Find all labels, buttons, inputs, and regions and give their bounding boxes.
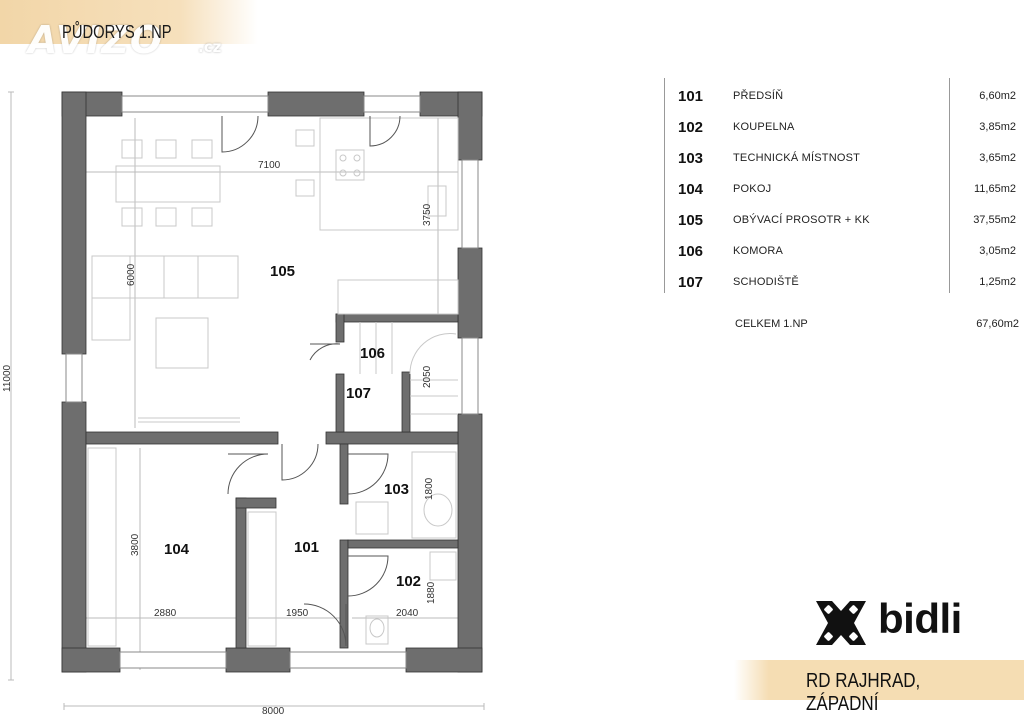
room-label-103: 103 bbox=[384, 481, 409, 498]
bidli-logo-icon bbox=[816, 601, 866, 645]
footer-accent-strip bbox=[734, 660, 1024, 700]
dimension-1950: 1950 bbox=[286, 608, 309, 619]
door-swings bbox=[221, 115, 401, 647]
room-name: OBÝVACÍ PROSOTR + KK bbox=[733, 214, 870, 226]
dimension-lines bbox=[8, 91, 485, 710]
room-label-101: 101 bbox=[294, 539, 319, 556]
walls bbox=[61, 91, 483, 673]
room-number: 104 bbox=[678, 181, 704, 198]
furniture bbox=[87, 117, 459, 647]
table-row: 105 OBÝVACÍ PROSOTR + KK 37,55m2 bbox=[664, 204, 1020, 235]
room-name: KOMORA bbox=[733, 245, 784, 257]
room-area: 37,55m2 bbox=[973, 214, 1016, 226]
total-label: CELKEM 1.NP bbox=[735, 318, 808, 330]
project-name: RD RAJHRAD, ZÁPADNÍ bbox=[806, 670, 921, 715]
room-number: 102 bbox=[678, 119, 704, 136]
plan-title: PŮDORYS 1.NP bbox=[62, 22, 172, 42]
dimension-3800: 3800 bbox=[130, 533, 141, 556]
room-area: 11,65m2 bbox=[974, 183, 1016, 195]
dimension-6000: 6000 bbox=[126, 263, 137, 286]
floor-plan: 105 106 107 103 104 101 102 11000 8000 7… bbox=[2, 91, 485, 717]
room-number: 103 bbox=[678, 150, 704, 167]
header-accent-strip bbox=[0, 0, 258, 44]
room-number: 107 bbox=[678, 274, 704, 291]
dimension-7100: 7100 bbox=[258, 160, 281, 171]
room-number: 101 bbox=[678, 88, 704, 105]
table-row: 102 KOUPELNA 3,85m2 bbox=[664, 111, 1020, 142]
room-label-107: 107 bbox=[346, 385, 371, 402]
total-area: 67,60m2 bbox=[976, 318, 1019, 330]
table-row: 103 TECHNICKÁ MÍSTNOST 3,65m2 bbox=[664, 142, 1020, 173]
dimension-2040: 2040 bbox=[396, 608, 419, 619]
table-row: 106 KOMORA 3,05m2 bbox=[664, 235, 1020, 266]
room-name: TECHNICKÁ MÍSTNOST bbox=[733, 152, 861, 164]
dimension-2050: 2050 bbox=[422, 365, 433, 388]
dimension-overall-height: 11000 bbox=[2, 364, 13, 392]
room-area: 6,60m2 bbox=[979, 90, 1016, 102]
room-name: SCHODIŠTĚ bbox=[733, 276, 799, 288]
room-label-105: 105 bbox=[270, 263, 295, 280]
room-number: 105 bbox=[678, 212, 704, 229]
dimension-1880: 1880 bbox=[426, 581, 437, 604]
room-number: 106 bbox=[678, 243, 704, 260]
room-area: 3,65m2 bbox=[979, 152, 1016, 164]
table-row: 104 POKOJ 11,65m2 bbox=[664, 173, 1020, 204]
room-label-104: 104 bbox=[164, 541, 190, 558]
room-area: 1,25m2 bbox=[979, 276, 1016, 288]
table-row: 101 PŘEDSÍŇ 6,60m2 bbox=[664, 80, 1020, 111]
dimension-1800: 1800 bbox=[424, 477, 435, 500]
room-label-102: 102 bbox=[396, 573, 421, 590]
room-name: POKOJ bbox=[733, 183, 772, 195]
room-schedule: 101 PŘEDSÍŇ 6,60m2 102 KOUPELNA 3,85m2 1… bbox=[664, 78, 1020, 318]
windows bbox=[65, 95, 479, 669]
bidli-logo-text: bidli bbox=[878, 595, 962, 642]
watermark-suffix: .cz bbox=[198, 38, 222, 56]
dimension-3750: 3750 bbox=[422, 203, 433, 226]
table-divider-left bbox=[664, 78, 665, 293]
dimension-overall-width: 8000 bbox=[262, 706, 285, 717]
room-name: PŘEDSÍŇ bbox=[733, 90, 784, 102]
dimension-2880: 2880 bbox=[154, 608, 177, 619]
table-row: 107 SCHODIŠTĚ 1,25m2 bbox=[664, 266, 1020, 297]
table-divider-right bbox=[949, 78, 950, 293]
room-area: 3,85m2 bbox=[979, 121, 1016, 133]
watermark-logo: AVIZO bbox=[28, 18, 164, 62]
room-name: KOUPELNA bbox=[733, 121, 795, 133]
room-area: 3,05m2 bbox=[979, 245, 1016, 257]
room-label-106: 106 bbox=[360, 345, 385, 362]
